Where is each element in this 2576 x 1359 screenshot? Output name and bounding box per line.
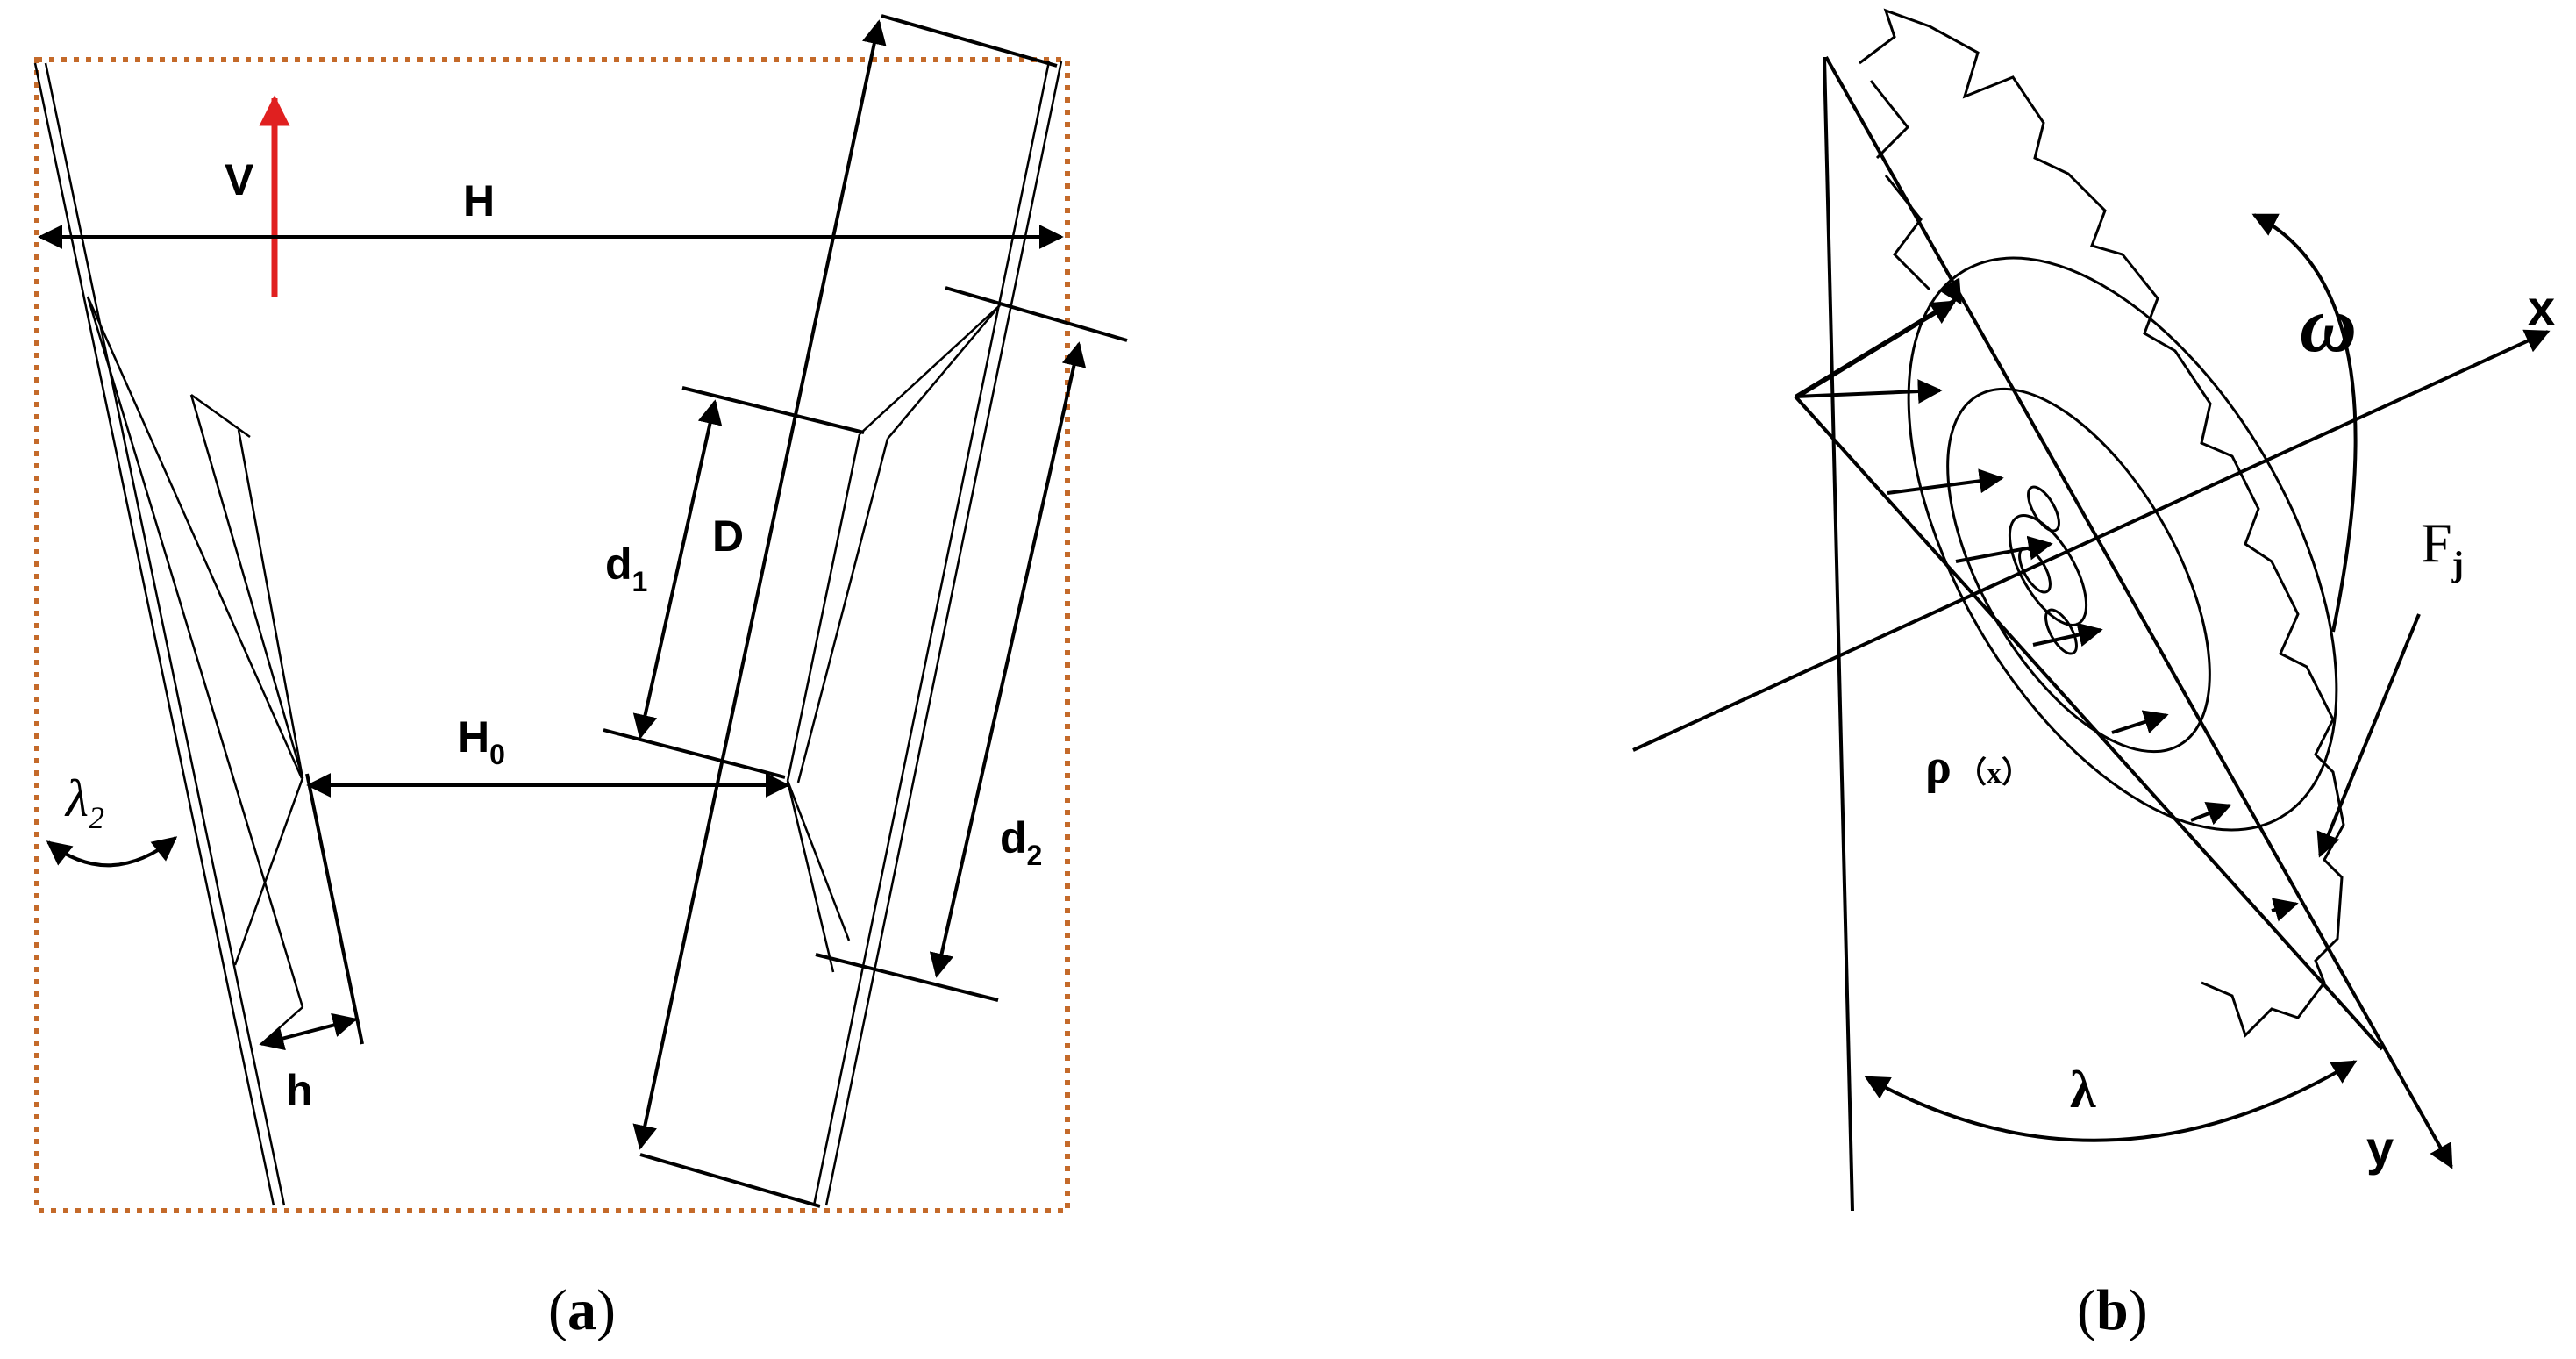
overall-dimension <box>632 14 1058 1208</box>
lambda2-angle-arc <box>46 836 178 868</box>
label-h: H <box>463 176 495 225</box>
label-omega: ω <box>2300 282 2357 368</box>
label-d1: d1 <box>605 540 647 597</box>
y-axis <box>1824 56 2453 1169</box>
d1-dimension <box>603 386 865 779</box>
label-d2: d2 <box>1000 813 1042 871</box>
label-fj: Fj <box>2421 511 2464 583</box>
label-rho: ρ（x） <box>1925 740 2031 794</box>
caption-a: (a) <box>548 1278 616 1342</box>
d2-dimension <box>815 286 1128 1002</box>
label-x-axis: x <box>2528 280 2555 335</box>
label-h0: H0 <box>458 712 505 770</box>
lambda-angle-arc <box>1864 1060 2358 1142</box>
vertical-reference-line <box>1823 56 1854 1212</box>
panel-a-diagram: V H d1 D H0 d2 λ2 h (a) <box>33 14 1128 1342</box>
left-disc <box>33 62 304 1206</box>
label-lambda2: λ2 <box>64 769 104 835</box>
saw-blade <box>1859 8 2345 1038</box>
label-d-diameter: D <box>712 511 744 561</box>
omega-rotation-arc <box>2251 213 2358 633</box>
caption-b: (b) <box>2077 1278 2148 1342</box>
label-y-axis: y <box>2366 1120 2394 1176</box>
label-lambda: λ <box>2070 1061 2096 1119</box>
panel-b-diagram: x y ω Fj ρ（x） λ (b) <box>1632 8 2555 1342</box>
pressure-distribution <box>1794 277 2384 1051</box>
dotted-frame <box>34 57 1070 1213</box>
pressure-arrow <box>1795 379 1943 404</box>
thickness-h-arrow <box>259 1012 358 1051</box>
right-disc <box>786 61 1063 1206</box>
x-axis <box>1632 329 2551 752</box>
label-h-thickness: h <box>286 1066 313 1115</box>
h-reference-line <box>305 773 364 1045</box>
fj-force-arrow <box>2316 613 2421 858</box>
label-v: V <box>225 155 254 204</box>
